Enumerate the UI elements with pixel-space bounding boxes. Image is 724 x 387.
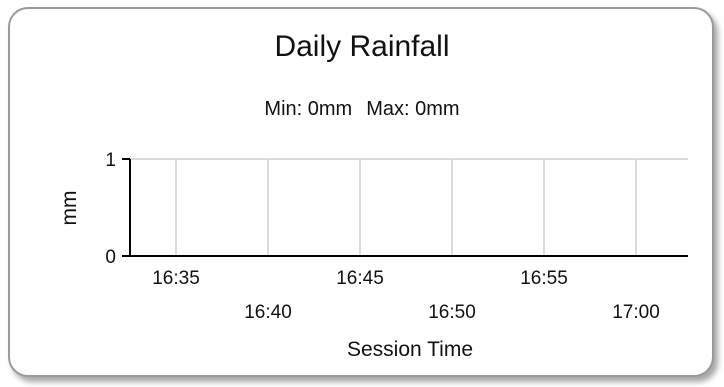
max-label: Max: 0mm [366,98,460,120]
min-label: Min: 0mm [264,98,353,120]
x-tick-label: 17:00 [612,302,660,323]
x-tick-label: 16:35 [152,268,200,289]
grid-lines [130,158,688,256]
x-tick-label: 16:40 [244,302,292,323]
tick-labels: 16:35 16:40 16:45 16:50 16:55 17:00 0 1 [105,150,659,323]
x-tick-label: 16:55 [520,268,568,289]
x-tick-label: 16:50 [428,302,476,323]
chart-title: Daily Rainfall [274,30,450,63]
axes [122,158,688,257]
chart-subtitle: Min: 0mm Max: 0mm [0,98,724,121]
x-axis-label: Session Time [347,338,473,361]
x-tick-label: 16:45 [336,268,384,289]
chart-panel [8,7,714,377]
y-tick-label: 0 [105,247,116,268]
y-tick-label: 1 [105,150,116,171]
y-axis-label: mm [58,191,81,226]
